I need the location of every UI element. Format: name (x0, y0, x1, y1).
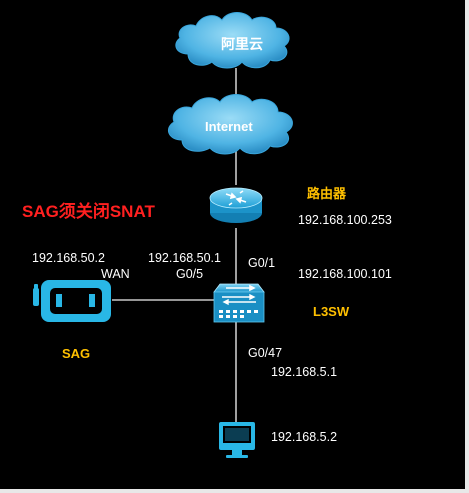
sag-name-label: SAG (62, 346, 91, 361)
sag-device-icon (33, 280, 111, 322)
pc-monitor-icon (219, 422, 255, 458)
l3sw-lan-ip-label: 192.168.5.1 (271, 365, 338, 379)
l3sw-name-label: L3SW (313, 304, 350, 319)
l3sw-lan-port-label: G0/47 (248, 346, 283, 360)
connection-lines (112, 68, 237, 422)
aliyun-label: 阿里云 (221, 36, 263, 52)
internet-label: Internet (205, 119, 253, 134)
l3sw-uplink-port-label: G0/1 (248, 256, 276, 270)
snat-note: SAG须关闭SNAT (22, 202, 155, 221)
l3-switch-icon (213, 283, 265, 323)
router-icon (209, 187, 263, 223)
l3sw-sag-port-label: G0/5 (176, 267, 204, 281)
internet-cloud (167, 94, 293, 155)
sag-port-label: WAN (101, 267, 130, 281)
sag-ip-label: 192.168.50.2 (32, 251, 105, 265)
l3sw-sag-ip-label: 192.168.50.1 (148, 251, 221, 265)
router-name-label: 路由器 (307, 186, 347, 201)
router-ip-label: 192.168.100.253 (298, 213, 392, 227)
l3sw-uplink-ip-label: 192.168.100.101 (298, 267, 392, 281)
aliyun-cloud (175, 12, 290, 69)
pc-ip-label: 192.168.5.2 (271, 430, 338, 444)
